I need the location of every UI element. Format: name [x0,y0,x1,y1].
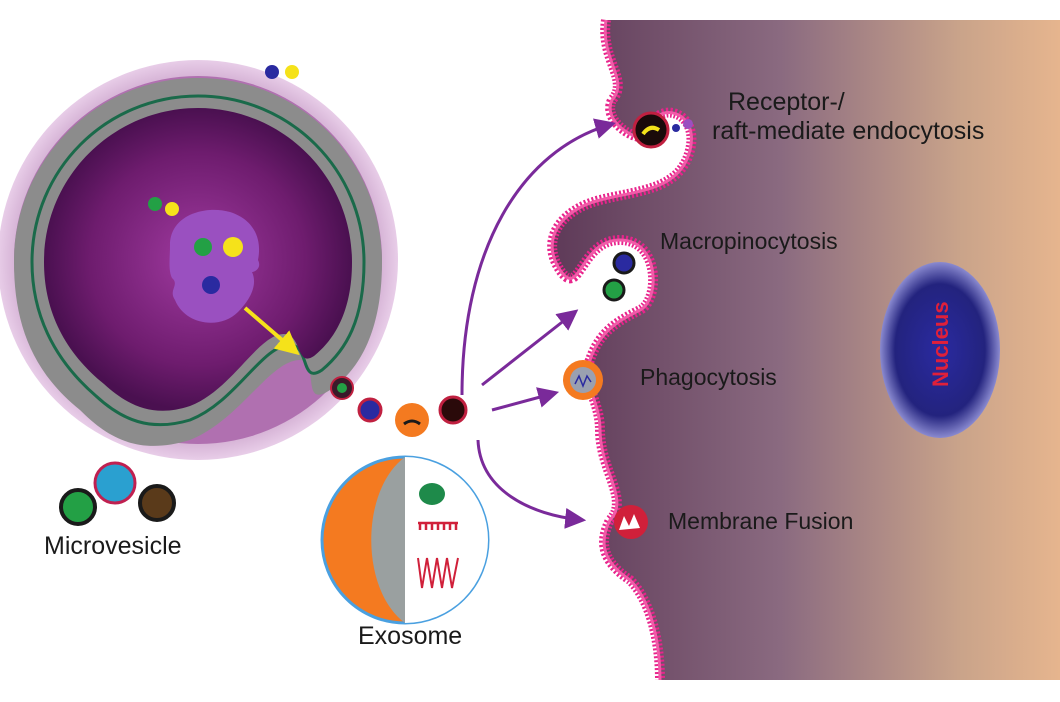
arrow-to-endocytosis [460,118,617,396]
recipient-cell-cytoplasm [552,20,1060,680]
microvesicle-label: Microvesicle [44,532,182,560]
endocytosis-vesicle [632,111,693,149]
nucleus-label: Nucleus [928,301,953,387]
rna-comb-icon [418,521,458,530]
phagocytosis-label: Phagocytosis [640,364,777,390]
nucleus [880,262,1000,438]
exosome-label: Exosome [358,622,463,650]
microvesicle-cluster [59,461,176,526]
yellow-surface-dot-icon [285,65,299,79]
macropinocytosis-label: Macropinocytosis [660,228,838,254]
protein-cargo-icon [419,483,445,505]
membrane-fusion-vesicle [614,505,648,539]
yellow-cargo-icon [165,202,179,216]
arrow-to-membrane-fusion [476,439,587,529]
exosome-diagram [320,455,490,625]
arrow-to-macropinocytosis [481,309,579,387]
receptor-label-line1: Receptor-/ [728,88,845,116]
free-vesicles [357,395,468,437]
blue-surface-dot-icon [265,65,279,79]
membrane-fusion-label: Membrane Fusion [668,508,854,534]
receptor-label-line2: raft-mediate endocytosis [712,116,985,145]
yellow-release-arrow [243,306,300,356]
receptor-endocytosis-label: Receptor-/ raft-mediate endocytosis [712,88,984,146]
green-cargo-icon [148,197,162,211]
nucleic-acid-wave-icon [417,557,459,589]
phagocytosis-vesicle [563,360,603,400]
macropinocytosis-vesicles [602,251,636,302]
arrow-to-phagocytosis [491,387,560,412]
